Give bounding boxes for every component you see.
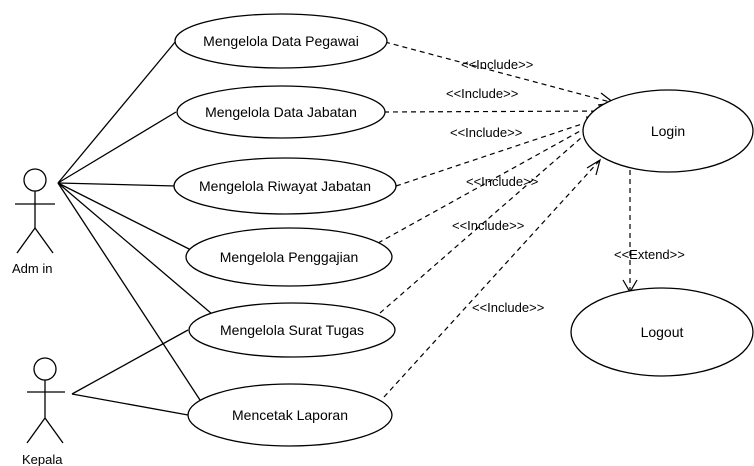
use-case-uc5: Mengelola Surat Tugas [188,302,396,358]
relation-labels: <<Include>> <<Include>> <<Include>> <<In… [446,57,685,315]
include-label-uc6: <<Include>> [472,300,544,315]
assoc-admin-uc1 [57,40,177,184]
actor-head [33,357,57,381]
use-case-label: Mengelola Surat Tugas [220,322,364,338]
dep-uc2-login [383,110,613,113]
use-case-label: Mencetak Laporan [232,407,348,423]
include-label-uc4: <<Include>> [466,174,538,189]
assoc-admin-uc4 [57,182,196,253]
associations [57,40,213,416]
use-case-logout: Logout [570,287,754,377]
use-case-label: Mengelola Riwayat Jabatan [199,178,371,194]
include-label-uc3: <<Include>> [450,125,522,140]
use-case-uc4: Mengelola Penggajian [185,227,393,287]
assoc-admin-uc2 [57,111,177,184]
use-case-label: Logout [641,324,684,340]
actor-leg-left [16,227,36,254]
dep-uc6-login [383,159,601,398]
include-label-uc5: <<Include>> [452,218,524,233]
use-case-label: Mengelola Data Jabatan [205,104,357,120]
assoc-admin-uc6 [57,182,201,401]
use-case-uc2: Mengelola Data Jabatan [176,85,386,139]
use-case-uc6: Mencetak Laporan [187,383,393,447]
use-case-label: Mengelola Penggajian [220,249,359,265]
actor-leg-right [44,417,64,444]
use-case-label: Login [651,123,685,139]
extend-label: <<Extend>> [614,247,685,262]
dep-uc5-login [379,123,598,314]
use-case-login: Login [582,89,754,173]
actor-leg-left [26,417,46,444]
dep-uc4-login [377,119,601,244]
use-case-uc3: Mengelola Riwayat Jabatan [173,157,397,215]
actor-label: Kepala [22,452,63,466]
assoc-kepala-uc5 [71,329,189,395]
use-case-label: Mengelola Data Pegawai [203,33,359,49]
dep-uc1-login [384,41,615,104]
actor-admin: Adm in [12,168,55,276]
use-case-uc1: Mengelola Data Pegawai [174,13,388,69]
actor-label: Adm in [12,261,52,276]
actor-head [23,168,47,192]
arrowhead-uc6 [586,158,601,176]
actor-kepala: Kepala [22,357,65,466]
include-label-uc1: <<Include>> [461,57,533,72]
actor-leg-right [34,227,54,254]
include-label-uc2: <<Include>> [446,86,518,101]
assoc-admin-uc3 [57,182,177,187]
assoc-kepala-uc6 [71,393,189,416]
assoc-admin-uc5 [57,182,213,315]
